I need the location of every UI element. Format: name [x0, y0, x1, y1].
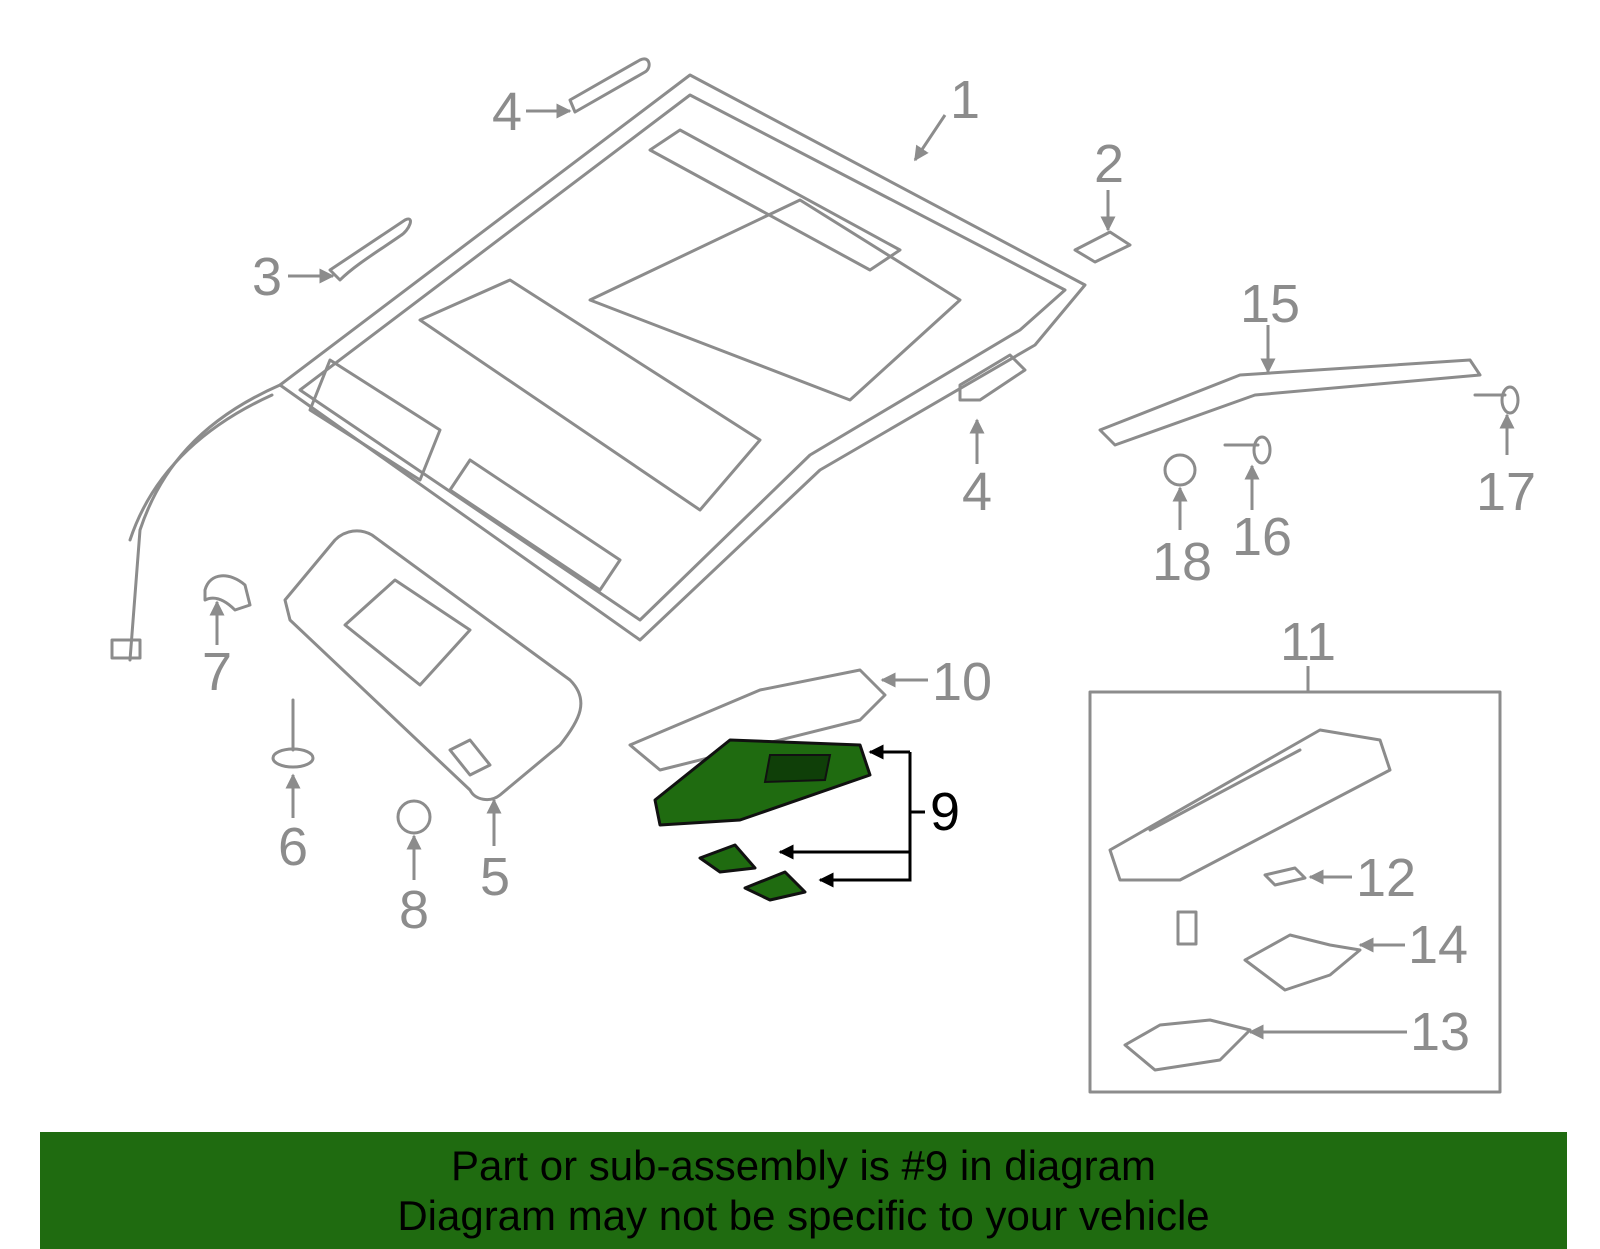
callout-6: 6	[278, 817, 308, 877]
callout-16: 16	[1232, 507, 1292, 567]
callout-14: 14	[1408, 915, 1468, 975]
callout-12: 12	[1356, 848, 1416, 908]
pin-part-17	[1473, 385, 1520, 415]
pin-part-16	[1223, 435, 1272, 465]
clip-part-7	[203, 574, 252, 612]
leader-lines-part-9	[778, 744, 925, 888]
clip-part-2	[1073, 230, 1132, 264]
sun-visor-part-5	[283, 529, 583, 802]
callout-10: 10	[932, 652, 992, 712]
callout-5: 5	[480, 847, 510, 907]
callout-15: 15	[1240, 274, 1300, 334]
callout-4-top: 4	[492, 82, 522, 142]
nut-part-8	[396, 799, 432, 835]
info-banner: Part or sub-assembly is #9 in diagram Di…	[40, 1132, 1567, 1249]
callout-18: 18	[1152, 532, 1212, 592]
callout-2: 2	[1094, 134, 1124, 194]
overhead-console-part-9	[653, 738, 872, 902]
banner-line-part-info: Part or sub-assembly is #9 in diagram	[451, 1141, 1156, 1189]
callout-1: 1	[950, 70, 980, 130]
bracket-part-10	[628, 668, 887, 772]
headliner	[110, 73, 1087, 662]
callout-13: 13	[1410, 1002, 1470, 1062]
leader-lines	[209, 103, 1515, 1040]
grommet-part-18	[1163, 453, 1197, 487]
callout-8: 8	[399, 880, 429, 940]
callout-17: 17	[1476, 462, 1536, 522]
callout-11: 11	[1280, 612, 1336, 672]
callout-9: 9	[930, 782, 960, 842]
callout-7: 7	[202, 642, 232, 702]
bracket-part-4-right	[958, 353, 1027, 402]
banner-line-disclaimer: Diagram may not be specific to your vehi…	[397, 1191, 1210, 1239]
screw-part-6	[271, 698, 315, 769]
callout-4-right: 4	[962, 462, 992, 522]
trim-panel-part-15	[1098, 358, 1482, 447]
grab-handle-part-4-top	[568, 57, 651, 114]
grab-handle-part-3	[328, 217, 412, 282]
callout-3: 3	[252, 247, 282, 307]
